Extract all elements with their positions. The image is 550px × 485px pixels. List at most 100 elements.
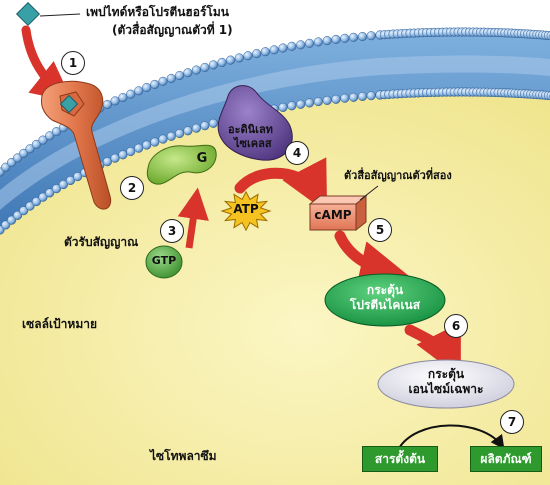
substrate-box: สารตั้งต้น (362, 446, 438, 472)
cell-membrane (0, 32, 550, 230)
hormone-label-line2: (ตัวสื่อสัญญาณตัวที่ 1) (112, 23, 233, 37)
membrane-bead (287, 101, 297, 111)
membrane-bead (260, 47, 270, 57)
membrane-bead (150, 79, 160, 89)
membrane-bead (366, 31, 376, 41)
enzyme-label-line2: เอนไซม์เฉพาะ (408, 382, 484, 396)
receptor-protein (41, 80, 112, 210)
gtp-molecule (145, 245, 183, 279)
membrane-bead (269, 45, 279, 55)
kinase-label-line2: โปรตีนไคเนส (349, 298, 421, 312)
protein-kinase (324, 273, 446, 327)
membrane-bead (31, 139, 41, 149)
membrane-bead (234, 53, 244, 63)
membrane-bead (340, 33, 350, 43)
membrane-bead (134, 143, 144, 153)
membrane-bead (304, 98, 315, 108)
membrane-bead (25, 201, 35, 211)
membrane-bead (313, 97, 323, 107)
membrane-bead (65, 175, 76, 186)
step-2-marker: 2 (120, 176, 144, 200)
arrow-camp-to-kinase (334, 230, 410, 290)
membrane-bead (175, 128, 185, 139)
membrane-bead (110, 153, 120, 163)
step-6-marker: 6 (444, 314, 468, 338)
membrane-bead (296, 99, 306, 109)
membrane-bead (226, 55, 236, 65)
membrane-bead (45, 188, 55, 198)
membrane-bead (134, 86, 144, 96)
arrow-substrate-to-product (397, 424, 505, 451)
membrane-bead (217, 57, 227, 67)
membrane-bead (296, 40, 306, 50)
membrane-bead (252, 49, 262, 59)
membrane-bead (158, 76, 168, 86)
receptor-label: ตัวรับสัญญาณ (64, 235, 139, 249)
membrane-bead (19, 148, 29, 158)
membrane-bead (7, 215, 17, 225)
cytoplasm-label: ไซโทพลาซึม (150, 449, 217, 463)
second-messenger-leader (359, 185, 379, 201)
membrane-bead (313, 37, 323, 47)
membrane-bead (183, 68, 193, 78)
product-box: ผลิตภัณฑ์ (470, 446, 542, 472)
membrane-bead (208, 118, 218, 128)
membrane-bead (150, 137, 160, 147)
membrane-bead (118, 92, 128, 103)
arrow-kinase-to-enzyme (404, 322, 461, 378)
membrane-bead (7, 157, 17, 168)
atp-molecule (220, 190, 272, 232)
membrane-bead (278, 43, 288, 53)
membrane-bead (200, 62, 210, 72)
membrane-bead (13, 153, 23, 163)
membrane-bead (51, 184, 62, 194)
membrane-bead (331, 34, 341, 44)
enzyme-label-line1: กระตุ้น (427, 367, 465, 381)
target-cell-label: เซลล์เป้าหมาย (22, 317, 97, 331)
membrane-bead (31, 197, 41, 207)
membrane-bead (126, 89, 136, 99)
membrane-bead (13, 210, 23, 220)
hormone-label-line1: เพปไทด์หรือโปรตีนฮอร์โมน (86, 5, 229, 19)
membrane-bead (45, 131, 55, 141)
membrane-bead (304, 38, 315, 48)
membrane-bead (38, 135, 48, 145)
membrane-bead (102, 99, 112, 110)
membrane-bead (1, 220, 11, 230)
membrane-bead (191, 65, 201, 75)
membrane-bead (340, 93, 350, 103)
membrane-bead (357, 31, 368, 42)
membrane-bead (546, 31, 550, 41)
step-3-marker: 3 (160, 219, 184, 243)
g-protein (146, 144, 217, 185)
membrane-bead (200, 121, 210, 131)
membrane-bead (183, 126, 193, 136)
membrane-bead (142, 82, 152, 93)
membrane-bead (331, 94, 341, 104)
membrane-bead (357, 91, 368, 101)
arrow-gtp-to-g (177, 187, 209, 249)
membrane-bead (25, 144, 35, 154)
membrane-bead (322, 95, 332, 105)
membrane-bead (208, 60, 218, 70)
second-messenger-label: ตัวสื่อสัญญาณตัวที่สอง (344, 169, 452, 182)
membrane-bead (278, 102, 288, 112)
step-7-marker: 7 (500, 410, 524, 434)
membrane-bead (110, 96, 120, 106)
membrane-bead (102, 157, 112, 167)
camp-box (308, 194, 368, 232)
step-5-marker: 5 (368, 218, 392, 242)
g-protein-label: G (196, 151, 208, 166)
membrane-bead (158, 134, 168, 144)
kinase-label-line1: กระตุ้น (366, 283, 404, 297)
membrane-bead (546, 91, 550, 101)
hormone-molecule-icon (15, 1, 41, 27)
membrane-bead (118, 150, 128, 160)
membrane-bead (287, 41, 297, 51)
membrane-bead (366, 91, 376, 101)
arrow-atp-to-camp (234, 157, 328, 213)
membrane-outer-beads (0, 27, 550, 177)
membrane-bead (126, 146, 136, 157)
step-4-marker: 4 (285, 141, 309, 165)
membrane-bead (142, 140, 152, 150)
